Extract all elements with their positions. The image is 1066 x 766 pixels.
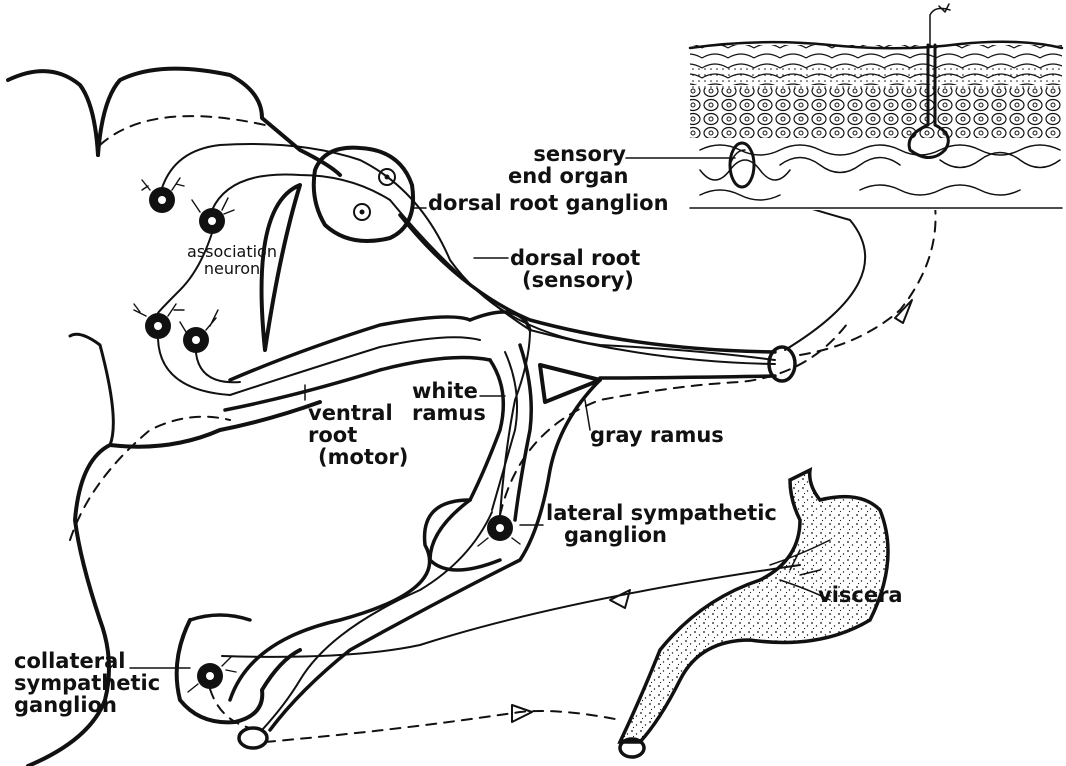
label-leader-lines (130, 158, 1062, 668)
skin-section (690, 4, 1062, 210)
label-dorsal-root-ganglion-line1: dorsal root ganglion (428, 192, 669, 214)
label-association-neuron: association neuron (182, 243, 282, 277)
label-white-ramus-line2: ramus (412, 402, 486, 424)
label-dorsal-root-line2: (sensory) (510, 269, 640, 291)
label-association-neuron-line2: neuron (182, 260, 282, 277)
label-ventral-root-line3: (motor) (308, 446, 408, 468)
label-collateral-sympathetic-ganglion-line2: sympathetic (14, 672, 160, 694)
label-ventral-root: ventral root (motor) (308, 402, 408, 468)
label-collateral-sympathetic-ganglion-line3: ganglion (14, 694, 160, 716)
label-sensory-end-organ: sensory end organ (508, 143, 626, 187)
label-ventral-root-line1: ventral (308, 402, 408, 424)
label-viscera: viscera (818, 584, 903, 606)
label-lateral-sympathetic-ganglion: lateral sympathetic ganglion (546, 502, 777, 546)
label-collateral-sympathetic-ganglion-line1: collateral (14, 650, 160, 672)
label-sensory-end-organ-line2: end organ (508, 165, 626, 187)
neuron-fibers (158, 144, 936, 742)
label-dorsal-root-line1: dorsal root (510, 247, 640, 269)
label-gray-ramus: gray ramus (590, 424, 724, 446)
label-viscera-line1: viscera (818, 584, 903, 606)
label-lateral-sympathetic-ganglion-line2: ganglion (546, 524, 777, 546)
label-collateral-sympathetic-ganglion: collateral sympathetic ganglion (14, 650, 160, 716)
label-lateral-sympathetic-ganglion-line1: lateral sympathetic (546, 502, 777, 524)
label-ventral-root-line2: root (308, 424, 408, 446)
label-association-neuron-line1: association (182, 243, 282, 260)
label-white-ramus: white ramus (412, 380, 486, 424)
label-dorsal-root-ganglion: dorsal root ganglion (428, 192, 669, 214)
label-gray-ramus-line1: gray ramus (590, 424, 724, 446)
label-dorsal-root: dorsal root (sensory) (510, 247, 640, 291)
label-white-ramus-line1: white (412, 380, 486, 402)
label-sensory-end-organ-line1: sensory (508, 143, 626, 165)
